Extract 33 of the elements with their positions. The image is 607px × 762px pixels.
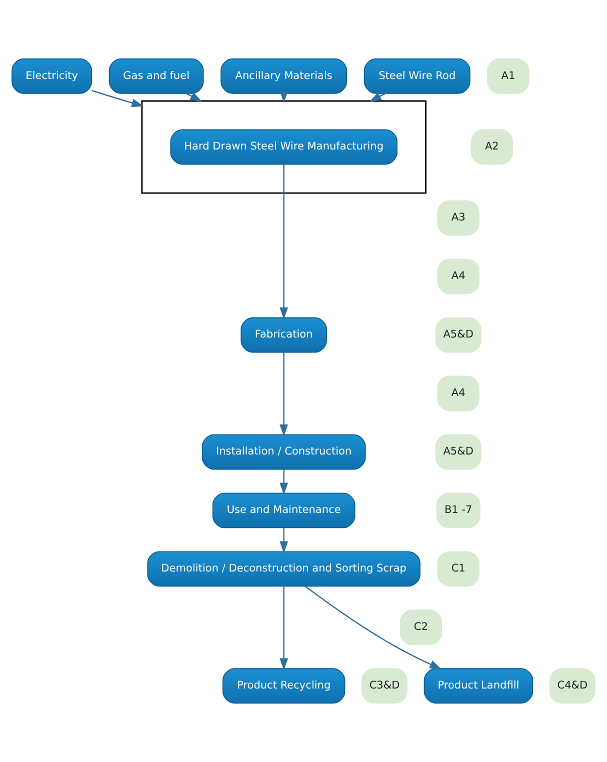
node-box: Use and Maintenance [212, 492, 356, 528]
node-box: A4 [437, 258, 480, 294]
node-box: C3&D [362, 668, 408, 704]
arrow [369, 92, 386, 102]
node-box: A3 [437, 200, 480, 236]
node-box: A2 [470, 129, 513, 165]
node-box: C1 [437, 551, 480, 587]
node-box: Gas and fuel [108, 58, 204, 94]
node-box: A4 [437, 376, 480, 412]
node-box: Product Landfill [424, 668, 534, 704]
node-box: C4&D [549, 668, 596, 704]
node-box: Installation / Construction [202, 434, 366, 470]
node-box: C2 [400, 610, 442, 646]
arrow [305, 586, 442, 670]
node-box: A5&D [435, 317, 482, 353]
node-box: Steel Wire Rod [364, 58, 470, 94]
node-box: Hard Drawn Steel Wire Manufacturing [170, 129, 398, 165]
node-box: A1 [487, 58, 530, 94]
node-box: B1 -7 [436, 492, 480, 528]
node-box: Product Recycling [222, 668, 346, 704]
node-box: Fabrication [240, 317, 327, 353]
cluster [141, 100, 426, 194]
node-box: Electricity [12, 58, 92, 94]
arrow [280, 586, 288, 670]
node-box: Demolition / Deconstruction and Sorting Scrap [147, 551, 420, 587]
arrow [186, 92, 202, 102]
node-box: A5&D [435, 434, 482, 470]
arrow [92, 90, 144, 107]
arrow [280, 164, 288, 320]
arrow [280, 90, 288, 103]
arrow [280, 352, 288, 436]
arrow [280, 528, 288, 554]
arrow [280, 469, 288, 495]
